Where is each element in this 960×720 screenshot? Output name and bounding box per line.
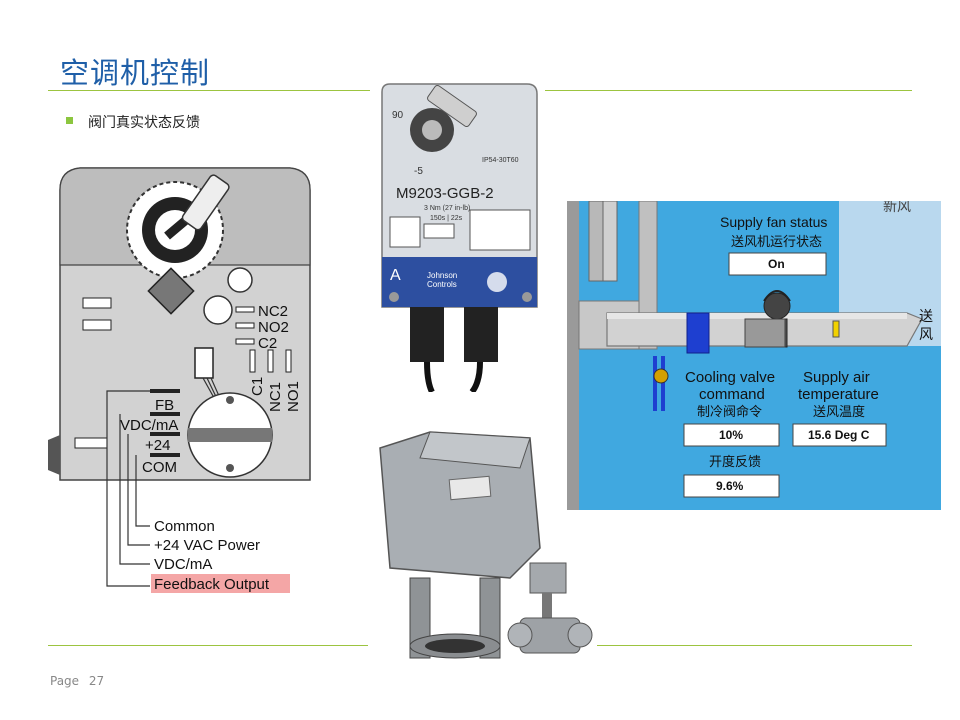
terminal-no1: NO1 bbox=[285, 381, 302, 412]
page-number: Page 27 bbox=[50, 674, 104, 688]
valve-actuator-photo bbox=[370, 428, 605, 668]
page-label: Page bbox=[50, 674, 80, 688]
cooling-valve-value: 10% bbox=[719, 428, 743, 442]
footer-divider-left bbox=[48, 645, 368, 646]
label-letter: A bbox=[390, 267, 401, 284]
page-number-value: 27 bbox=[88, 674, 105, 688]
model-number: M9203-GGB-2 bbox=[396, 185, 494, 202]
gear-icon bbox=[126, 174, 230, 279]
ip-rating: IP54-30T60 bbox=[482, 157, 519, 164]
supply-air-value-box bbox=[792, 423, 887, 447]
legend-vdc: VDC/mA bbox=[154, 556, 212, 573]
terminal-c1: C1 bbox=[249, 377, 266, 396]
feedback-value: 9.6% bbox=[716, 479, 744, 493]
brand-line-1: Johnson bbox=[427, 271, 457, 280]
bullet-marker bbox=[66, 117, 73, 124]
feedback-highlight bbox=[151, 574, 290, 593]
supply-air-label-2: temperature bbox=[798, 386, 879, 403]
supply-fan-value: On bbox=[768, 257, 785, 271]
feedback-value-box bbox=[683, 474, 780, 498]
terminal-fb: FB bbox=[155, 397, 174, 414]
cooling-valve-label-2: command bbox=[699, 386, 765, 403]
title-divider-right bbox=[545, 90, 912, 91]
duct-label-1: 送 bbox=[919, 308, 933, 324]
supply-fan-status-cn: 送风机运行状态 bbox=[731, 234, 822, 249]
title-divider-left bbox=[48, 90, 370, 91]
corner-text: 新风 bbox=[883, 201, 911, 214]
supply-air-value: 15.6 Deg C bbox=[808, 428, 870, 442]
sensor-icon bbox=[832, 320, 840, 338]
cooling-valve-value-box bbox=[683, 423, 780, 447]
terminal-nc2: NC2 bbox=[258, 303, 288, 320]
terminal-no2: NO2 bbox=[258, 319, 289, 336]
johnson-logo-icon bbox=[487, 272, 507, 292]
terminal-24v: +24 bbox=[145, 437, 170, 454]
terminal-nc1: NC1 bbox=[267, 382, 284, 412]
scale-min: -5 bbox=[414, 166, 423, 177]
terminal-vdc: VDC/mA bbox=[120, 417, 178, 434]
actuator-wiring-diagram: NC2 NO2 C2 C1 NC1 NO1 FB VDC/mA +24 COM … bbox=[48, 167, 311, 593]
actuator-photo: 90 -5 IP54-30T60 M9203-GGB-2 3 Nm (27 in… bbox=[372, 82, 542, 392]
terminal-c2: C2 bbox=[258, 335, 277, 352]
cooling-valve-cn: 制冷阀命令 bbox=[697, 404, 762, 419]
legend-feedback-output: Feedback Output bbox=[154, 576, 270, 593]
terminal-com: COM bbox=[142, 459, 177, 476]
feedback-cn: 开度反馈 bbox=[709, 454, 761, 469]
supply-air-cn: 送风温度 bbox=[813, 404, 865, 419]
valve-icon bbox=[653, 368, 669, 384]
duct-label-2: 风 bbox=[919, 326, 933, 342]
page-title: 空调机控制 bbox=[60, 56, 211, 90]
timing-spec: 150s | 22s bbox=[430, 215, 463, 222]
footer-divider-right bbox=[597, 645, 912, 646]
bullet-text: 阀门真实状态反馈 bbox=[88, 115, 200, 131]
scale-max: 90 bbox=[392, 110, 404, 121]
legend-common: Common bbox=[154, 518, 215, 535]
cooling-valve-label-1: Cooling valve bbox=[685, 369, 775, 386]
supply-air-label-1: Supply air bbox=[803, 369, 870, 386]
legend-24vac: +24 VAC Power bbox=[154, 537, 260, 554]
supply-fan-value-box bbox=[728, 252, 827, 276]
torque-spec: 3 Nm (27 in-lb) bbox=[424, 205, 470, 212]
brand-line-2: Controls bbox=[427, 280, 457, 289]
bms-graphics-panel: 新风 送 风 Supply fan status 送风机运行状态 On Cool… bbox=[567, 201, 941, 510]
supply-fan-status-label: Supply fan status bbox=[720, 214, 827, 230]
